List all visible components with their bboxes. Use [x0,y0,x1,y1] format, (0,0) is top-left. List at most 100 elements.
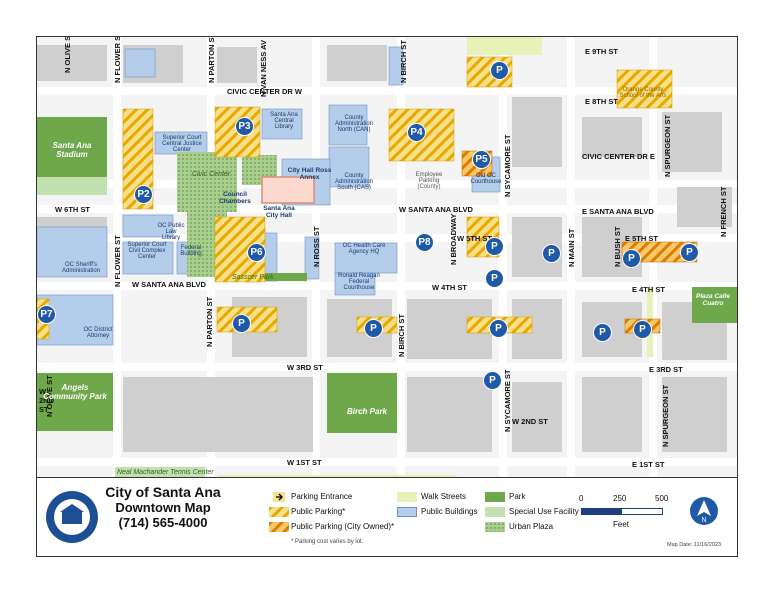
label-stadium: Santa Ana Stadium [52,141,92,159]
scale-unit: Feet [613,520,630,529]
walk-streets-swatch [397,492,417,502]
legend-walk-streets: Walk Streets [421,492,467,501]
parking-marker[interactable]: P [622,249,641,268]
label-superior-court: Superior Court Central Justice Center [162,135,202,153]
city-seal-logo [46,491,98,543]
label-tennis: Neal Machander Tennis Center [117,469,214,476]
scale-label-0: 0 [579,494,584,503]
scale-label-250: 250 [613,494,627,503]
legend-parking-entrance: Parking Entrance [291,492,353,501]
street-n-spurgeon: N SPURGEON ST [663,114,672,177]
street-w2nd: W 2ND ST [512,417,548,426]
label-health: OC Health Care Agency HQ [342,243,386,255]
street-n-sycamore-south: N SYCAMORE ST [503,369,512,432]
north-arrow-icon: N [690,497,718,525]
street-n-flower: N FLOWER ST [113,37,122,83]
parking-marker[interactable]: P [489,319,508,338]
street-civic-dr-w: CIVIC CENTER DR W [227,87,302,96]
map-date: Map Date: 11/16/2023 [667,542,722,548]
label-city-hall: Santa Ana City Hall [263,205,295,219]
street-e9th: E 9TH ST [585,47,618,56]
label-sasscer-park: Sasscer Park [232,274,274,281]
street-n-broadway: N BROADWAY [449,213,458,265]
parking-marker[interactable]: P [485,269,504,288]
street-n-birch: N BIRCH ST [399,40,408,83]
street-n-birch-south: N BIRCH ST [397,314,406,357]
label-plaza: Plaza Calle Cuatro [696,293,730,307]
parking-marker[interactable]: P [232,314,251,333]
label-orange-school: Orange County School of the Arts [619,87,667,99]
label-civic-center: Civic Center [192,171,231,178]
street-w1st: W 1ST ST [287,458,322,467]
public-parking-layer [37,56,673,340]
parking-entrance-icon [273,492,285,502]
parking-marker[interactable]: P [483,371,502,390]
svg-text:N: N [701,517,706,524]
street-e4th: E 4TH ST [632,285,665,294]
legend-footnote: * Parking cost varies by lot. [291,539,364,545]
label-reagan: Ronald Reagan Federal Courthouse [338,273,380,291]
phone-number: (714) 565-4000 [118,515,208,530]
city-parking-swatch [269,522,289,532]
label-oc-library: OC Public Law Library [157,223,185,241]
legend-title-block: City of Santa Ana Downtown Map (714) 565… [103,484,223,530]
street-n-sycamore: N SYCAMORE ST [503,134,512,197]
map-frame: E 9TH ST E 8TH ST CIVIC CENTER DR W CIVI… [36,36,738,557]
street-w-santa-ana: W SANTA ANA BLVD [399,205,473,214]
label-federal-building: Federal Building [180,245,202,257]
street-n-olive: N OLIVE ST [63,37,72,73]
parking-marker[interactable]: P [364,319,383,338]
public-buildings-swatch [397,507,417,517]
parking-marker-p7[interactable]: P7 [37,305,56,324]
label-cas: County Administration South (CAS) [334,173,373,191]
street-n-van-ness: N VAN NESS AV [259,40,268,97]
parking-marker-p2[interactable]: P2 [134,185,153,204]
label-employee-parking: Employee Parking (County) [415,172,443,190]
street-e8th: E 8TH ST [585,97,618,106]
parking-marker[interactable]: P [490,61,509,80]
label-library: Santa Ana Central Library [270,112,298,130]
street-w2nd-west: W 2ND ST [39,387,55,414]
label-ross-annex: City Hall Ross Annex [287,167,332,181]
legend-urban-plaza: Urban Plaza [509,522,554,531]
parking-marker[interactable]: P [542,244,561,263]
buildings-layer [37,45,732,452]
parking-marker[interactable]: P [485,237,504,256]
parking-marker[interactable]: P [593,323,612,342]
label-civil-complex: Superior Court Civil Complex Center [127,242,167,260]
street-e3rd: E 3RD ST [649,365,683,374]
label-district-attorney: OC District Attorney [83,327,113,339]
legend: City of Santa Ana Downtown Map (714) 565… [37,477,737,556]
parking-marker-p8[interactable]: P8 [415,233,434,252]
urban-plaza-swatch [485,522,505,532]
public-parking-swatch [269,507,289,517]
map-subtitle: Downtown Map [115,500,211,515]
street-n-french: N FRENCH ST [719,186,728,237]
scale-label-500: 500 [655,494,669,503]
scale-bar [581,508,663,515]
special-use-swatch [485,507,505,517]
downtown-map[interactable]: E 9TH ST E 8TH ST CIVIC CENTER DR W CIVI… [37,37,737,477]
street-w3rd: W 3RD ST [287,363,323,372]
parking-marker[interactable]: P [680,243,699,262]
label-sheriff: OC Sheriff's Administration [61,262,100,274]
parking-marker-p5[interactable]: P5 [472,150,491,169]
legend-park: Park [509,492,526,501]
street-n-ross: N ROSS ST [312,226,321,267]
legend-public-parking-city: Public Parking (City Owned)* [291,522,395,531]
parking-marker[interactable]: P [633,320,652,339]
legend-special-use: Special Use Facility [509,507,579,516]
street-w5th: W 5TH ST [457,234,492,243]
street-w4th: W 4TH ST [432,283,467,292]
street-n-parton: N PARTON ST [207,37,216,83]
city-name: City of Santa Ana [105,484,221,500]
label-council: Council Chambers [219,191,251,205]
parking-marker-p6[interactable]: P6 [247,243,266,262]
street-w-santa-ana-west: W SANTA ANA BLVD [132,280,206,289]
street-n-main: N MAIN ST [567,228,576,267]
label-angels-park: Angels Community Park [43,383,107,401]
street-w6th: W 6TH ST [55,205,90,214]
parking-marker-p4[interactable]: P4 [407,123,426,142]
label-old-courthouse: Old OC Courthouse [470,173,502,185]
parking-marker-p3[interactable]: P3 [235,117,254,136]
